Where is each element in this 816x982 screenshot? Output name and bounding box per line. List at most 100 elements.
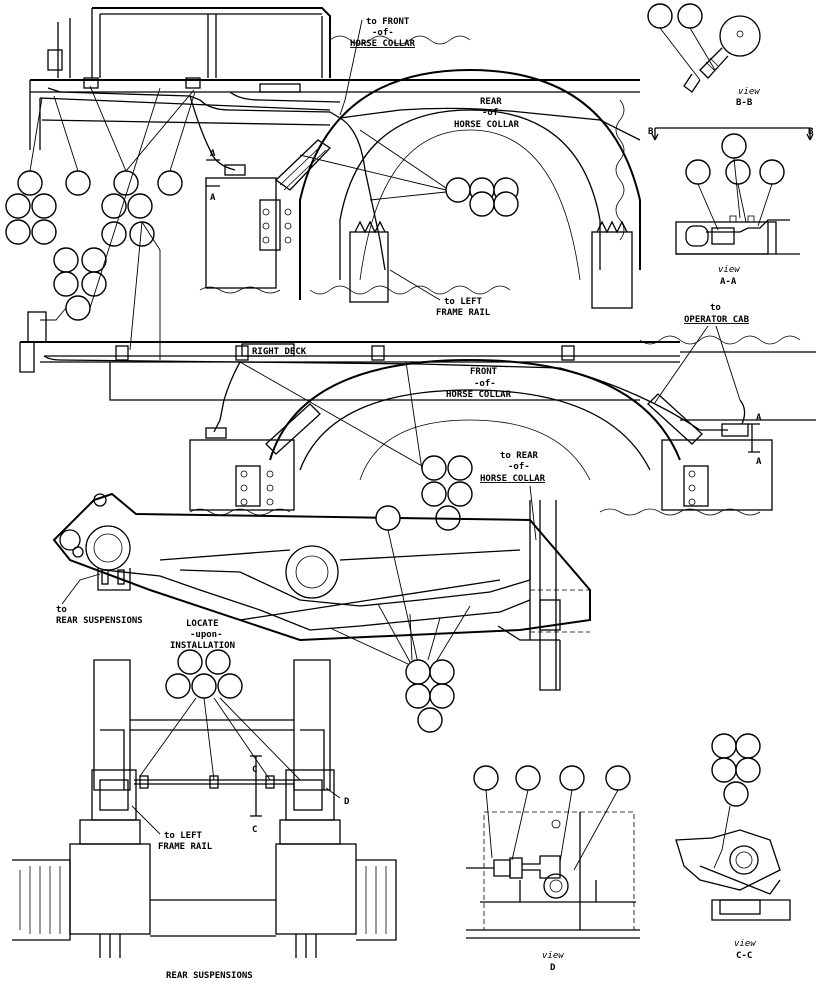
callout-balloon xyxy=(447,455,473,481)
section-marker-a-right: A xyxy=(756,413,762,423)
callout-balloon xyxy=(205,649,231,675)
callout-balloon xyxy=(421,455,447,481)
view-aa-label-2: A-A xyxy=(720,277,737,287)
callout-balloon xyxy=(735,733,761,759)
label-locate-upon-installation-2: -upon- xyxy=(190,630,223,640)
callout-balloon xyxy=(165,673,191,699)
section-marker-a-top: A xyxy=(210,149,216,159)
label-to-left-frame-rail-bottom-2: FRAME RAIL xyxy=(158,842,213,852)
callout-balloon xyxy=(429,659,455,685)
label-to-operator-cab-1: to xyxy=(710,303,721,313)
label-rear-horse-collar-3: HORSE COLLAR xyxy=(454,120,520,130)
view-cc-label-2: C-C xyxy=(736,951,752,961)
callout-balloon xyxy=(217,673,243,699)
callout-balloon xyxy=(5,193,31,219)
callout-balloon xyxy=(685,159,711,185)
callout-balloon xyxy=(65,295,91,321)
label-to-rear-horse-collar-2: -of- xyxy=(508,462,530,472)
view-b-b-detail xyxy=(647,3,761,93)
callout-balloon xyxy=(447,481,473,507)
callout-balloon xyxy=(559,765,585,791)
callout-balloon xyxy=(53,271,79,297)
label-to-front-horse-collar-3: HORSE COLLAR xyxy=(350,39,416,49)
callout-balloons-lower-center xyxy=(329,603,471,733)
callout-balloon xyxy=(405,659,431,685)
callout-balloon xyxy=(157,170,183,196)
section-marker-a-top-2: A xyxy=(210,193,216,203)
callout-balloon xyxy=(5,219,31,245)
callout-balloon xyxy=(723,781,749,807)
label-locate-upon-installation-1: LOCATE xyxy=(186,619,219,629)
callout-balloon xyxy=(177,649,203,675)
callout-balloon xyxy=(711,733,737,759)
section-line-b xyxy=(651,127,814,141)
label-to-left-frame-rail-bottom-1: to LEFT xyxy=(164,831,203,841)
label-front-horse-collar-1: FRONT xyxy=(470,367,498,377)
callout-balloon xyxy=(759,159,785,185)
callout-balloon xyxy=(191,673,217,699)
label-to-left-frame-rail-top-2: FRAME RAIL xyxy=(436,308,491,318)
callout-balloon xyxy=(721,133,747,159)
label-to-left-frame-rail-top-1: to LEFT xyxy=(444,297,483,307)
section-marker-d: D xyxy=(344,797,350,807)
top-frame-assembly xyxy=(29,7,641,309)
middle-frame-assembly xyxy=(19,311,816,516)
view-d-label-2: D xyxy=(550,963,556,973)
callout-balloon xyxy=(375,505,401,531)
callout-balloon xyxy=(469,191,495,217)
callout-balloon xyxy=(647,3,673,29)
callout-balloon xyxy=(53,247,79,273)
callout-balloon xyxy=(725,159,751,185)
callout-balloon xyxy=(127,193,153,219)
callout-balloon xyxy=(677,3,703,29)
callout-balloon xyxy=(417,707,443,733)
boom-arm-assembly xyxy=(52,492,591,691)
view-bb-label-1: view xyxy=(738,87,760,97)
label-rear-horse-collar-2: -of- xyxy=(482,108,504,118)
view-cc-label-1: view xyxy=(734,939,756,949)
callout-balloon xyxy=(17,170,43,196)
label-to-rear-horse-collar-3: HORSE COLLAR xyxy=(480,474,546,484)
label-front-horse-collar-3: HORSE COLLAR xyxy=(446,390,512,400)
section-marker-b-left: B xyxy=(648,127,654,137)
callout-balloon xyxy=(445,177,471,203)
callout-balloon xyxy=(605,765,631,791)
label-right-deck: RIGHT DECK xyxy=(252,347,307,357)
section-marker-c-bottom: C xyxy=(252,825,257,835)
callout-balloon xyxy=(515,765,541,791)
callout-balloon xyxy=(113,170,139,196)
label-to-rear-suspensions-2: REAR SUSPENSIONS xyxy=(56,616,143,626)
section-marker-c-top: C xyxy=(252,765,257,775)
callout-balloon xyxy=(65,170,91,196)
label-to-front-horse-collar-1: to FRONT xyxy=(366,17,410,27)
callout-balloon xyxy=(101,193,127,219)
callout-balloon xyxy=(31,219,57,245)
callout-balloons-locate xyxy=(139,649,301,781)
callout-balloon xyxy=(81,271,107,297)
view-aa-label-1: view xyxy=(718,265,740,275)
view-a-a-detail xyxy=(675,133,800,255)
section-marker-a-right-2: A xyxy=(756,457,762,467)
view-bb-label-2: B-B xyxy=(736,98,753,108)
callout-balloon xyxy=(429,683,455,709)
callout-balloon xyxy=(711,757,737,783)
callout-balloons-middle xyxy=(239,361,473,531)
label-to-rear-suspensions-1: to xyxy=(56,605,67,615)
view-d-label-1: view xyxy=(542,951,564,961)
label-to-operator-cab-2: OPERATOR CAB xyxy=(684,315,750,325)
label-locate-upon-installation-3: INSTALLATION xyxy=(170,641,235,651)
callout-balloon xyxy=(493,191,519,217)
label-to-rear-horse-collar-1: to REAR xyxy=(500,451,539,461)
label-rear-horse-collar-1: REAR xyxy=(480,97,502,107)
callout-balloons-top-left xyxy=(5,85,196,360)
view-d-detail xyxy=(466,765,640,939)
callout-balloon xyxy=(421,481,447,507)
label-to-front-horse-collar-2: -of- xyxy=(372,28,394,38)
callout-balloon xyxy=(31,193,57,219)
callout-balloons-top-center xyxy=(299,129,519,217)
callout-balloon xyxy=(735,757,761,783)
label-rear-suspensions: REAR SUSPENSIONS xyxy=(166,971,253,981)
label-front-horse-collar-2: -of- xyxy=(474,379,496,389)
